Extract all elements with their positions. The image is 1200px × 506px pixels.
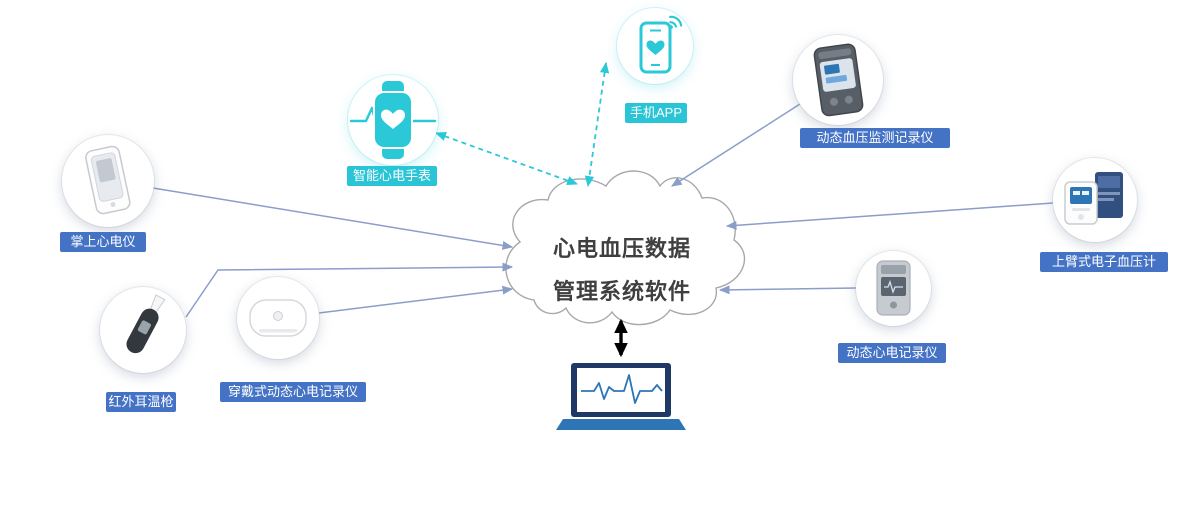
bp-meter-icon <box>1064 172 1123 225</box>
smartwatch-circle <box>348 75 438 165</box>
connector-ecg-patch <box>318 285 514 314</box>
cloud-title-line1: 心电血压数据 <box>552 236 691 261</box>
palm-ecg-label: 掌上心电仪 <box>60 232 146 252</box>
laptop-ecg-trace <box>581 374 663 404</box>
connector-smartwatch-dashed <box>434 131 579 186</box>
bp-meter-circle <box>1053 158 1137 242</box>
bp-meter-label: 上臂式电子血压计 <box>1040 252 1168 272</box>
holter-recorder-icon <box>876 260 911 316</box>
holter-circle <box>856 251 931 326</box>
abpm-monitor-circle <box>793 35 883 125</box>
laptop-icon <box>556 363 686 430</box>
wifi-icon <box>668 15 683 30</box>
ecg-patch-icon <box>249 299 307 337</box>
heart-icon <box>646 40 665 55</box>
abpm-monitor-icon <box>813 43 864 117</box>
cloud-title-line2: 管理系统软件 <box>552 279 691 304</box>
connector-ear-thermometer <box>185 262 514 318</box>
palm-ecg-device-icon <box>85 145 131 215</box>
ear-thermometer-icon <box>126 294 166 354</box>
smartphone-circle <box>617 8 693 84</box>
connector-palm-ecg <box>152 187 514 250</box>
palm-ecg-circle <box>62 135 154 227</box>
connector-holter <box>718 285 857 295</box>
abpm-monitor-label: 动态血压监测记录仪 <box>800 128 950 148</box>
smartphone-label: 手机APP <box>625 103 687 123</box>
heart-icon <box>381 109 405 129</box>
smartphone-icon <box>639 15 683 74</box>
cloud-title: 心电血压数据 管理系统软件 <box>522 227 722 313</box>
connector-smartphone-dashed <box>584 61 610 188</box>
connector-bp-meter <box>725 202 1054 230</box>
holter-label: 动态心电记录仪 <box>838 343 946 363</box>
ear-thermometer-circle <box>100 287 186 373</box>
connector-abpm-monitor <box>671 103 801 187</box>
ear-thermometer-label: 红外耳温枪 <box>106 392 176 412</box>
ecg-patch-circle <box>237 277 319 359</box>
smartwatch-label: 智能心电手表 <box>347 166 437 186</box>
smartwatch-icon <box>349 81 437 159</box>
ecg-patch-label: 穿戴式动态心电记录仪 <box>220 382 366 402</box>
